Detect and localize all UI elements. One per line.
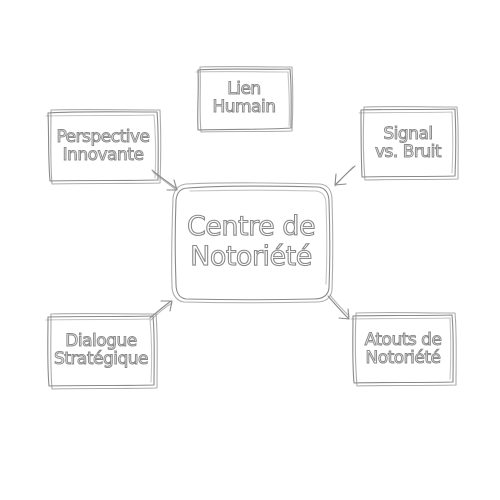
node-perspective: Perspective Innovante	[49, 115, 157, 179]
arrow-perspective-to-center	[151, 169, 178, 191]
node-signal-line-1: Signal	[383, 124, 434, 145]
box-center	[171, 182, 334, 304]
node-perspective-line-2: Innovante	[62, 145, 144, 165]
arrow-center-to-atouts	[327, 294, 350, 320]
node-signal-line-2: vs. Bruit	[374, 142, 442, 162]
arrow-signal-to-center	[334, 165, 356, 187]
box-signal	[358, 106, 459, 181]
node-center: Centre de Notoriété	[176, 188, 326, 296]
node-center-line-2: Notoriété	[190, 241, 313, 273]
box-lien-humain	[195, 66, 294, 133]
arrow-dialogue-to-center	[149, 300, 173, 321]
box-dialogue	[45, 313, 158, 390]
node-signal: Signal vs. Bruit	[361, 112, 455, 176]
box-atouts	[350, 312, 457, 387]
node-dialogue: Dialogue Stratégique	[48, 318, 154, 384]
node-lien-humain: Lien Humain	[198, 70, 290, 128]
node-dialogue-line-2: Stratégique	[53, 349, 149, 369]
node-atouts-line-1: Atouts de	[364, 330, 442, 351]
box-perspective	[45, 109, 162, 185]
node-atouts-line-2: Notoriété	[365, 348, 441, 368]
node-lien-humain-line-1: Lien	[227, 79, 262, 100]
node-lien-humain-line-2: Humain	[212, 97, 277, 117]
node-perspective-line-1: Perspective	[56, 127, 150, 148]
node-dialogue-line-1: Dialogue	[65, 331, 138, 352]
node-atouts: Atouts de Notoriété	[353, 318, 453, 382]
node-center-line-1: Centre de	[186, 210, 316, 242]
